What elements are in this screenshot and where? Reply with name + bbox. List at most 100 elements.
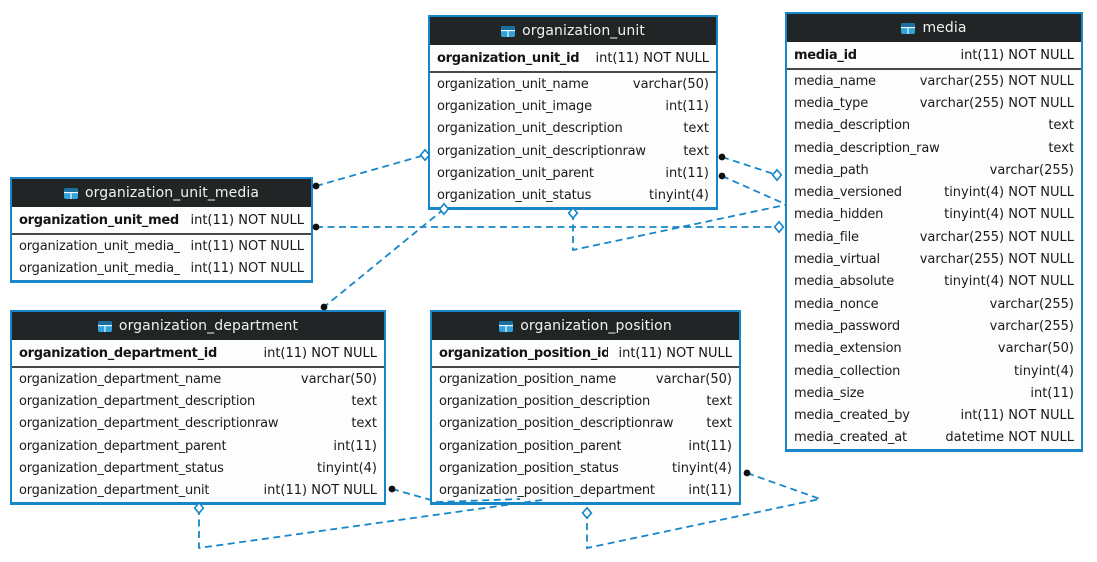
- column-type: varchar(255) NOT NULL: [919, 229, 1074, 245]
- relationship-organization_unit-to-media-junction[interactable]: [721, 175, 786, 205]
- column-type: tinyint(4): [671, 460, 732, 476]
- primary-key-row[interactable]: organization_position_id int(11) NOT NUL…: [432, 340, 739, 368]
- table-organization_position[interactable]: organization_position organization_posit…: [430, 310, 741, 505]
- column-type: int(11) NOT NULL: [618, 345, 732, 361]
- column-name: organization_department_name: [19, 371, 222, 387]
- relationship-unit_media-to-organization_unit[interactable]: [315, 154, 426, 187]
- table-header[interactable]: organization_unit: [430, 17, 716, 45]
- column-row-organization_department_parent[interactable]: organization_department_parent int(11): [12, 435, 384, 457]
- column-type: varchar(255) NOT NULL: [919, 73, 1074, 89]
- primary-key-row[interactable]: organization_unit_media_id int(11) NOT N…: [12, 207, 311, 235]
- column-row-organization_position_description[interactable]: organization_position_description text: [432, 390, 739, 412]
- primary-key-row[interactable]: organization_unit_id int(11) NOT NULL: [430, 45, 716, 73]
- column-name: organization_unit_name: [437, 76, 589, 92]
- relationship-organization_unit-to-department[interactable]: [323, 208, 445, 308]
- column-list: organization_unit_media_srcint(11) NOT N…: [12, 235, 311, 280]
- table-media[interactable]: media media_id int(11) NOT NULL media_na…: [785, 12, 1083, 453]
- primary-key-row[interactable]: media_id int(11) NOT NULL: [787, 42, 1081, 70]
- table-header[interactable]: organization_unit_media: [12, 179, 311, 207]
- column-row-organization_unit_media_dst[interactable]: organization_unit_media_dstint(11) NOT N…: [12, 257, 311, 279]
- column-name: media_extension: [794, 341, 902, 357]
- column-type: varchar(255): [989, 318, 1074, 334]
- cardinality-diamond: [773, 220, 785, 234]
- column-name: media_nonce: [794, 296, 879, 312]
- column-row-organization_unit_name[interactable]: organization_unit_name varchar(50): [430, 73, 716, 95]
- column-type: int(11) NOT NULL: [960, 47, 1074, 63]
- relationship-organization_unit-to-media-path[interactable]: [721, 156, 778, 176]
- relationship-department-bottom-to-position[interactable]: [198, 499, 543, 550]
- column-type: varchar(50): [632, 76, 709, 92]
- column-type: int(11) NOT NULL: [263, 483, 377, 499]
- column-type: datetime NOT NULL: [945, 430, 1074, 446]
- table-header[interactable]: organization_position: [432, 312, 739, 340]
- relationship-organization_unit-bottom-to-media[interactable]: [572, 204, 786, 252]
- column-type: tinyint(4) NOT NULL: [944, 185, 1074, 201]
- column-type: text: [706, 416, 732, 432]
- column-type: varchar(50): [300, 371, 377, 387]
- column-type: tinyint(4): [316, 460, 377, 476]
- table-title: organization_unit_media: [84, 185, 260, 201]
- table-title: media: [922, 20, 967, 36]
- column-name: media_size: [794, 385, 865, 401]
- column-name: media_path: [794, 162, 869, 178]
- cardinality-dot: [743, 469, 751, 477]
- column-type: int(11): [333, 438, 377, 454]
- cardinality-dot: [718, 172, 726, 180]
- table-organization_unit[interactable]: organization_unit organization_unit_id i…: [428, 15, 718, 210]
- column-name: organization_department_parent: [19, 438, 227, 454]
- column-row-organization_position_status[interactable]: organization_position_status tinyint(4): [432, 457, 739, 479]
- table-header[interactable]: media: [787, 14, 1081, 42]
- column-name: media_hidden: [794, 207, 884, 223]
- table-organization_department[interactable]: organization_department organization_dep…: [10, 310, 386, 505]
- column-type: int(11): [688, 438, 732, 454]
- table-header[interactable]: organization_department: [12, 312, 384, 340]
- column-name: organization_position_description: [439, 393, 651, 409]
- column-row-organization_department_name[interactable]: organization_department_name varchar(50): [12, 368, 384, 390]
- column-row-organization_department_unit[interactable]: organization_department_unit int(11) NOT …: [12, 479, 384, 501]
- column-type: varchar(255) NOT NULL: [919, 252, 1074, 268]
- table-grid-icon: [501, 25, 516, 37]
- column-name: organization_department_unit: [19, 483, 210, 499]
- column-row-organization_unit_media_src[interactable]: organization_unit_media_srcint(11) NOT N…: [12, 235, 311, 257]
- column-name: media_type: [794, 95, 869, 111]
- column-name: media_password: [794, 318, 900, 334]
- column-name: organization_position_name: [439, 371, 616, 387]
- column-type: text: [706, 393, 732, 409]
- column-type: int(11): [665, 165, 709, 181]
- column-row-media_password[interactable]: media_password varchar(255): [787, 315, 1081, 337]
- column-name: organization_position_status: [439, 460, 619, 476]
- table-organization_unit_media[interactable]: organization_unit_media organization_uni…: [10, 177, 313, 283]
- primary-key-row[interactable]: organization_department_id int(11) NOT N…: [12, 340, 384, 368]
